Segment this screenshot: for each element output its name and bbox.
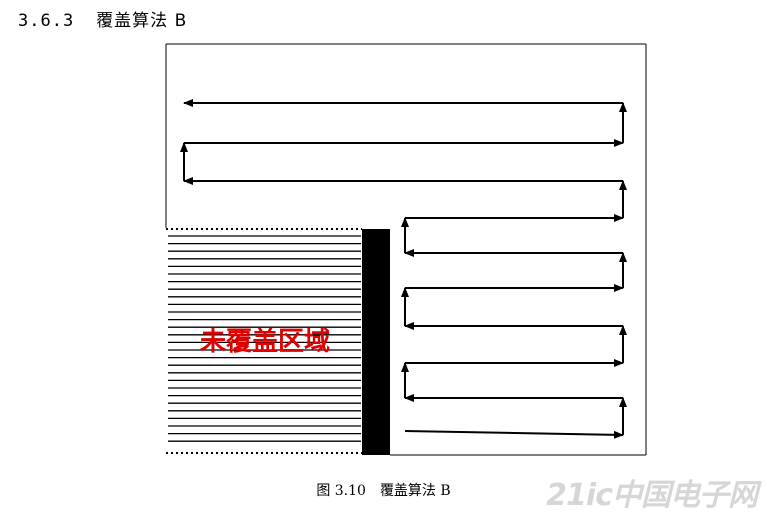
obstacle-bar — [362, 229, 390, 455]
coverage-path — [180, 99, 627, 439]
frame — [165, 43, 647, 456]
section-heading: 3.6.3 覆盖算法 B — [18, 6, 187, 31]
figure-title: 覆盖算法 B — [379, 483, 451, 499]
figure-caption: 图 3.10 覆盖算法 B — [0, 480, 767, 500]
path-arrow-right — [404, 430, 624, 439]
watermark-logo: 21ic中国电子网 — [546, 478, 758, 513]
uncovered-region-label: 未覆盖区域 — [200, 326, 330, 357]
uncovered-hatching — [168, 235, 361, 442]
section-number: 3.6.3 — [18, 11, 75, 31]
figure-number: 图 3.10 — [316, 483, 366, 499]
section-title: 覆盖算法 B — [96, 11, 188, 31]
